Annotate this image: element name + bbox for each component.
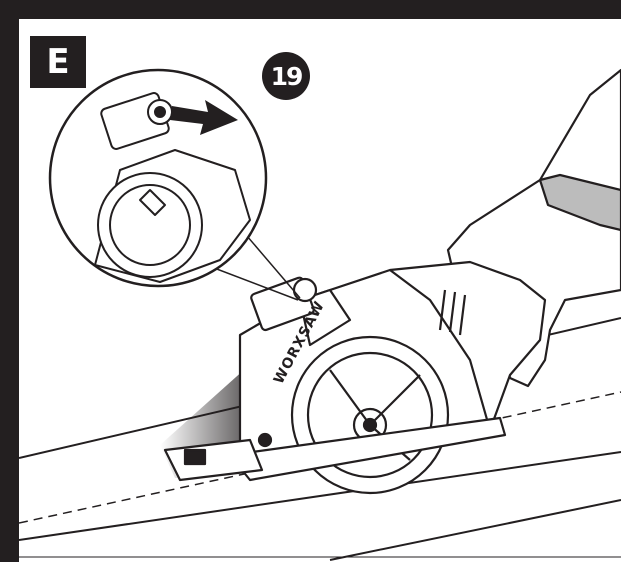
circular-saw — [163, 260, 547, 495]
detail-magnifier — [48, 68, 268, 288]
direction-arrow — [170, 100, 238, 135]
step-label: E — [30, 36, 86, 88]
callout-number: 19 — [262, 52, 310, 100]
